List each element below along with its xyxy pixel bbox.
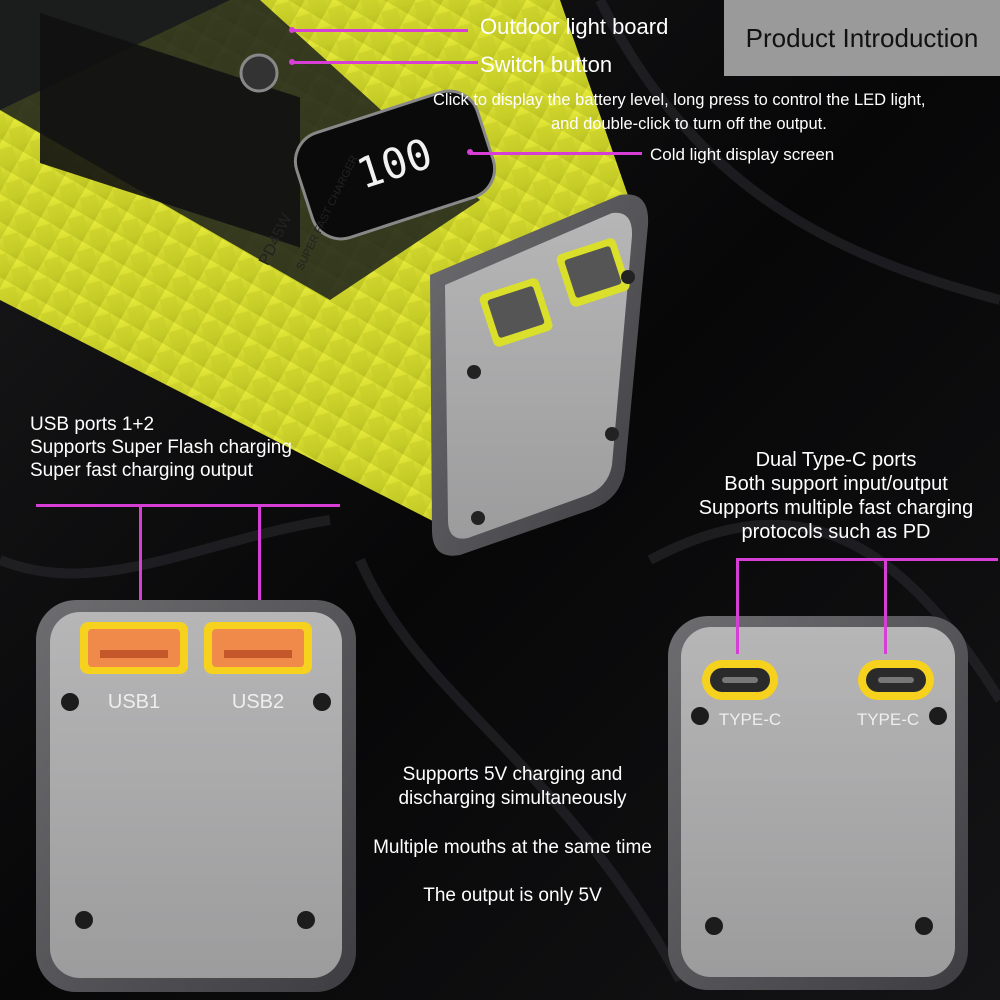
usb-section-line3: Super fast charging output: [30, 460, 253, 481]
screw-icon: [705, 917, 723, 935]
usb-section-line2: Supports Super Flash charging: [30, 437, 292, 458]
callout-display-screen: Cold light display screen: [650, 145, 835, 164]
screw-icon: [313, 693, 331, 711]
typec-section-line4: protocols such as PD: [741, 521, 931, 543]
screw-icon: [297, 911, 315, 929]
callout-line-usb-v2: [258, 504, 261, 600]
power-bank-body: 100 PD45W SUPER FAST CHARGER: [0, 0, 649, 556]
typec-section-line1: Dual Type-C ports: [755, 449, 917, 471]
note-3: The output is only 5V: [423, 885, 602, 906]
typec-label-1: TYPE-C: [719, 710, 781, 729]
callout-line-outdoor-board: [292, 29, 468, 32]
callout-line-typec-h: [736, 558, 998, 561]
usb-section-line1: USB ports 1+2: [30, 414, 155, 435]
typec-section-line2: Both support input/output: [724, 473, 948, 495]
screw-icon: [605, 427, 619, 441]
note-2: Multiple mouths at the same time: [373, 837, 652, 858]
callout-line-usb-h: [36, 504, 340, 507]
screw-icon: [61, 693, 79, 711]
usb-panel: USB1 USB2: [36, 600, 356, 992]
callout-switch-desc-1: Click to display the battery level, long…: [433, 91, 926, 109]
callout-switch-button: Switch button: [480, 52, 613, 77]
note-1-line1: Supports 5V charging and: [402, 764, 623, 785]
screw-icon: [915, 917, 933, 935]
typec-label-2: TYPE-C: [857, 710, 919, 729]
screw-icon: [621, 270, 635, 284]
note-1-line2: discharging simultaneously: [398, 788, 627, 809]
end-cap: [430, 194, 649, 556]
switch-button: [239, 53, 279, 93]
callout-line-typec-v1: [736, 558, 739, 654]
screw-icon: [467, 365, 481, 379]
screw-icon: [75, 911, 93, 929]
typec-panel: TYPE-C TYPE-C: [668, 616, 968, 990]
display-screen: [293, 89, 497, 241]
callout-line-display: [470, 152, 642, 155]
circuit-board: [40, 12, 300, 248]
typec-section-line3: Supports multiple fast charging: [698, 497, 974, 519]
callout-line-typec-v2: [884, 558, 887, 654]
callout-line-usb-v1: [139, 504, 142, 600]
usb2-label: USB2: [232, 691, 284, 713]
screw-icon: [471, 511, 485, 525]
screw-icon: [929, 707, 947, 725]
callout-switch-desc-2: and double-click to turn off the output.: [551, 115, 827, 133]
page-title: Product Introduction: [724, 0, 1000, 76]
usb1-label: USB1: [108, 691, 160, 713]
callout-line-switch: [292, 61, 478, 64]
callout-outdoor-light-board: Outdoor light board: [480, 14, 669, 39]
screw-icon: [691, 707, 709, 725]
